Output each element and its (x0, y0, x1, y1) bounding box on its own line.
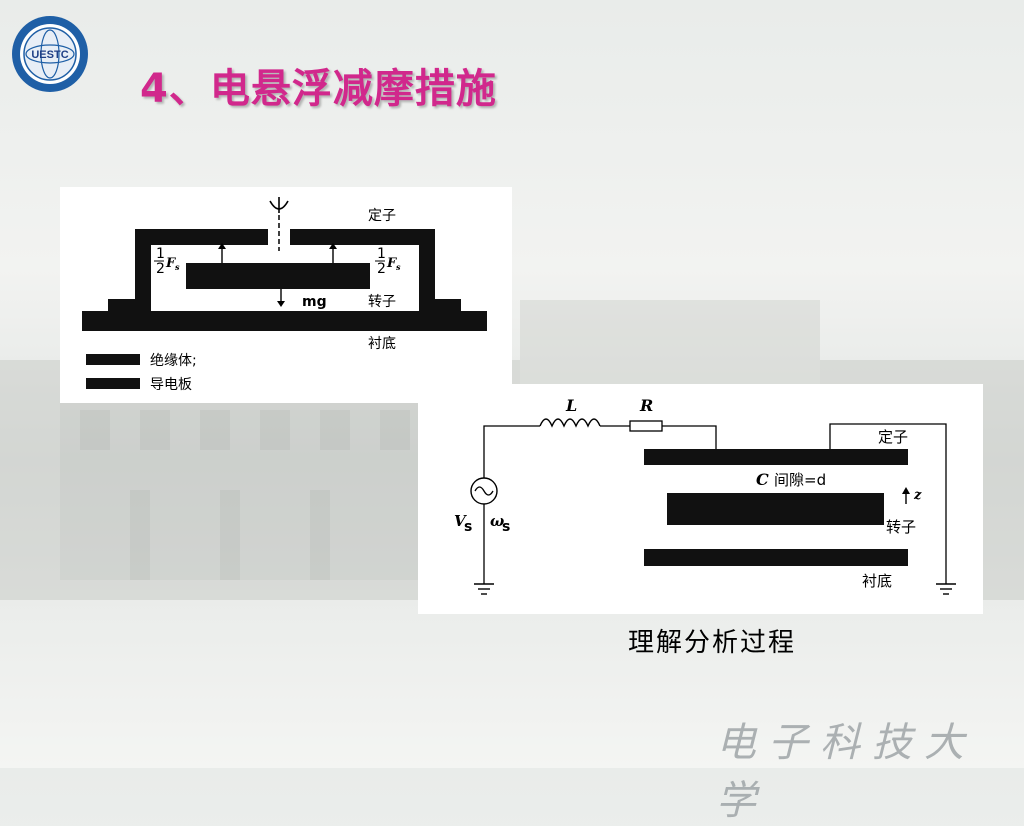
rotor-block (186, 263, 370, 289)
stator-plate (644, 449, 908, 465)
force-symbol-right: F (386, 256, 397, 271)
weight-label: mg (302, 294, 327, 310)
inductor-icon (539, 418, 601, 428)
step-right (419, 299, 461, 313)
circuit-model-panel: L R 定子 C 间隙=d z 转子 衬底 V s ω s (418, 384, 983, 614)
z-axis-label: z (913, 488, 922, 503)
substrate-block (82, 311, 487, 331)
force-subscript-right: s (396, 262, 401, 272)
substrate-plate (644, 549, 908, 566)
legend-insulator-label: 绝缘体; (150, 353, 197, 369)
stator-top-right (290, 229, 435, 245)
stator-label: 定子 (368, 208, 396, 224)
inductor-label: L (565, 396, 577, 415)
legend-insulator-swatch (86, 354, 140, 365)
stator-top-left (135, 229, 268, 245)
force-subscript-left: s (175, 262, 180, 272)
ground-icon-left (474, 583, 494, 595)
logo-text: UESTC (31, 49, 68, 61)
legend-conductor-label: 导电板 (150, 377, 192, 393)
university-logo: UESTC (12, 16, 88, 92)
levitation-cross-section-diagram: 定子 转子 衬底 mg 1 2 F s 1 2 F s 绝缘体; 导电板 (82, 197, 487, 393)
force-fraction-den-left: 2 (156, 261, 165, 277)
rotor-plate (667, 493, 884, 525)
stator-label-2: 定子 (878, 428, 908, 446)
resistor-icon (629, 420, 663, 432)
stator-wall-right (419, 229, 435, 309)
substrate-label: 衬底 (368, 336, 396, 352)
levitation-cross-section-panel: 定子 转子 衬底 mg 1 2 F s 1 2 F s 绝缘体; 导电板 (60, 187, 512, 403)
step-left (108, 299, 151, 313)
voltage-label: V (454, 512, 467, 530)
slide-caption: 理解分析过程 (628, 628, 797, 658)
gap-label: 间隙=d (774, 471, 826, 489)
substrate-label-2: 衬底 (862, 572, 892, 590)
force-symbol-left: F (165, 256, 176, 271)
voltage-subscript: s (464, 519, 472, 535)
wire-right (829, 423, 947, 584)
circuit-model-diagram: L R 定子 C 间隙=d z 转子 衬底 V s ω s (454, 396, 956, 595)
rotor-label-2: 转子 (886, 518, 916, 536)
rotor-label: 转子 (368, 294, 396, 310)
stator-wall-left (135, 229, 151, 309)
resistor-label: R (639, 396, 653, 415)
omega-subscript: s (502, 519, 510, 535)
capacitor-label: C (756, 470, 769, 489)
omega-label: ω (490, 512, 504, 530)
force-fraction-num-left: 1 (156, 246, 165, 262)
force-fraction-den-right: 2 (377, 261, 386, 277)
ground-icon-right (936, 583, 956, 595)
university-watermark: 电子科技大学 (716, 720, 976, 824)
slide-title: 4、电悬浮减摩措施 (140, 66, 497, 112)
force-fraction-num-right: 1 (377, 246, 386, 262)
wire-left (483, 425, 540, 478)
legend-conductor-swatch (86, 378, 140, 389)
